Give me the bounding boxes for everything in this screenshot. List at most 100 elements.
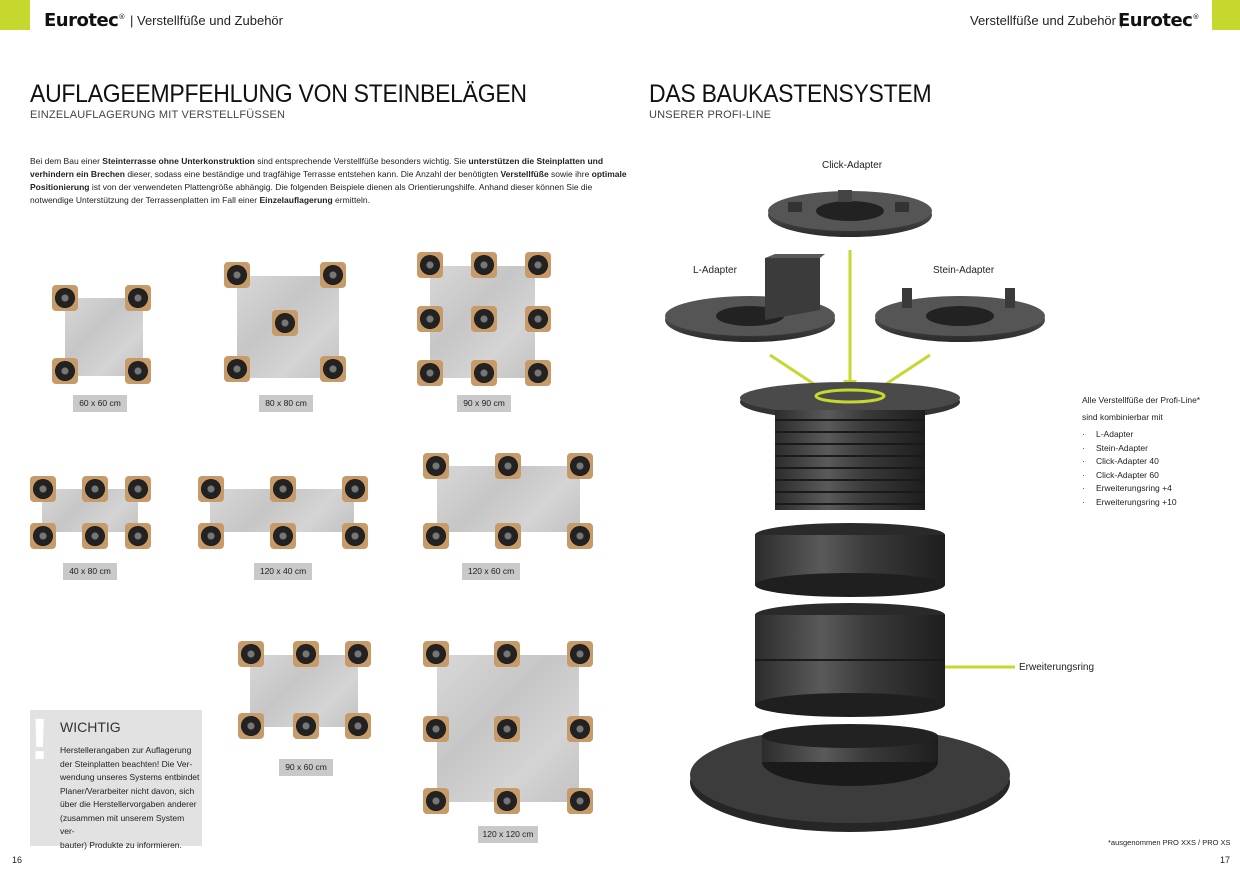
pedestal-foot-icon xyxy=(270,523,296,549)
pedestal-foot-icon xyxy=(224,356,250,382)
size-label-120x120: 120 x 120 cm xyxy=(478,826,538,843)
pedestal-foot-icon xyxy=(567,788,593,814)
exclamation-icon: ! xyxy=(30,707,50,772)
warning-line: wendung unseres Systems entbindet xyxy=(60,772,200,782)
warning-line: (zusammen mit unserem System ver- xyxy=(60,812,185,837)
pedestal-foot-icon xyxy=(198,476,224,502)
pedestal-foot-icon xyxy=(345,713,371,739)
warning-line: über die Herstellervorgaben anderer xyxy=(60,799,197,809)
click-adapter-part xyxy=(768,190,932,237)
pedestal-foot-icon xyxy=(423,716,449,742)
pedestal-foot-icon xyxy=(272,310,298,336)
pedestal-foot-icon xyxy=(423,641,449,667)
pedestal-foot-icon xyxy=(567,523,593,549)
pedestal-foot-icon xyxy=(320,262,346,288)
pedestal-foot-icon xyxy=(342,523,368,549)
intro-run: optimale Positionierung xyxy=(30,169,627,192)
pedestal-foot-icon xyxy=(471,306,497,332)
accent-corner-right xyxy=(1212,0,1240,30)
intro-run: ermitteln. xyxy=(332,195,371,205)
page-title-right: DAS BAUKASTENSYSTEM xyxy=(649,80,932,108)
compat-note-line-2: sind kombinierbar mit xyxy=(1082,411,1163,422)
warning-title: WICHTIG xyxy=(60,719,121,735)
pedestal-foot-icon xyxy=(52,358,78,384)
pedestal-foot-icon xyxy=(525,306,551,332)
pedestal-foot-icon xyxy=(52,285,78,311)
pedestal-foot-icon xyxy=(525,252,551,278)
stein-adapter-part xyxy=(875,288,1045,342)
pedestal-foot-icon xyxy=(495,523,521,549)
size-label-80x80: 80 x 80 cm xyxy=(259,395,313,412)
compat-list-item: L-Adapter xyxy=(1082,428,1222,442)
size-label-90x90: 90 x 90 cm xyxy=(457,395,511,412)
size-label-120x60: 120 x 60 cm xyxy=(462,563,520,580)
page-title-left: AUFLAGEEMPFEHLUNG VON STEINBELÄGEN xyxy=(30,80,527,108)
intro-run: sowie ihre xyxy=(548,169,592,179)
pedestal-foot-icon xyxy=(224,262,250,288)
intro-run: Bei dem Bau einer xyxy=(30,156,103,166)
size-label-120x40: 120 x 40 cm xyxy=(254,563,312,580)
pedestal-foot-icon xyxy=(293,713,319,739)
intro-run: sind entsprechende Verstellfüße besonder… xyxy=(254,156,469,166)
stone-slab xyxy=(65,298,143,376)
intro-run: Steinterrasse ohne Unterkonstruktion xyxy=(102,156,255,166)
pedestal-foot-icon xyxy=(417,360,443,386)
pedestal-foot-icon xyxy=(417,306,443,332)
warning-box: ! WICHTIG Herstellerangaben zur Auflager… xyxy=(30,707,202,850)
brand-logo-left: Eurotec® xyxy=(44,10,125,31)
warning-line: Planer/Verarbeiter nicht davon, sich xyxy=(60,785,195,796)
pedestal-foot-icon xyxy=(423,453,449,479)
pedestal-foot-icon xyxy=(198,523,224,549)
pedestal-foot-icon xyxy=(30,476,56,502)
pedestal-foot-icon xyxy=(423,788,449,814)
warning-line: bauter) Produkte zu informieren. xyxy=(60,839,182,850)
compat-list-item: Stein-Adapter xyxy=(1082,442,1222,456)
pedestal-foot-icon xyxy=(494,641,520,667)
size-label-60x60: 60 x 60 cm xyxy=(73,395,127,412)
header-section-left: | Verstellfüße und Zubehör xyxy=(130,13,283,28)
pedestal-foot-icon xyxy=(342,476,368,502)
pedestal-foot-icon xyxy=(417,252,443,278)
label-stein-adapter: Stein-Adapter xyxy=(933,265,995,276)
pedestal-foot-icon xyxy=(567,641,593,667)
product-illustration xyxy=(665,190,1045,832)
nut-ring-part xyxy=(755,523,945,597)
pedestal-foot-icon xyxy=(494,788,520,814)
pedestal-foot-icon xyxy=(423,523,449,549)
pedestal-foot-icon xyxy=(270,476,296,502)
pedestal-foot-icon xyxy=(567,716,593,742)
compat-list-item: Erweiterungsring +10 xyxy=(1082,496,1222,510)
pedestal-foot-icon xyxy=(567,453,593,479)
pedestal-foot-icon xyxy=(345,641,371,667)
pedestal-foot-icon xyxy=(125,285,151,311)
extension-ring-part xyxy=(755,603,945,717)
label-click-adapter: Click-Adapter xyxy=(822,160,883,171)
page-number-right: 17 xyxy=(1220,855,1231,865)
header-section-right: Verstellfüße und Zubehör | xyxy=(970,13,1123,28)
intro-run: unterstützen die Steinplatten und verhin… xyxy=(30,156,604,179)
intro-run: dieser, sodass eine beständige und tragf… xyxy=(124,169,501,179)
compat-list-item: Click-Adapter 60 xyxy=(1082,469,1222,483)
warning-line: der Steinplatten beachten! Die Ver- xyxy=(60,758,193,769)
pedestal-foot-icon xyxy=(471,360,497,386)
accent-corner-left xyxy=(0,0,30,30)
screw-foot-head-part xyxy=(740,382,960,510)
pedestal-foot-icon xyxy=(125,476,151,502)
label-l-adapter: L-Adapter xyxy=(693,265,737,276)
compat-note-line-1: Alle Verstellfüße der Profi-Line* xyxy=(1082,395,1201,405)
page-number-left: 16 xyxy=(12,855,23,865)
intro-run: ist von der verwendeten Plattengröße abh… xyxy=(30,182,593,205)
pedestal-foot-icon xyxy=(82,476,108,502)
pedestal-foot-icon xyxy=(494,716,520,742)
compat-note: Alle Verstellfüße der Profi-Line* sind k… xyxy=(1082,394,1222,424)
pedestal-foot-icon xyxy=(82,523,108,549)
page-subtitle-right: UNSERER PROFI-LINE xyxy=(649,109,772,121)
compat-list-item: Erweiterungsring +4 xyxy=(1082,482,1222,496)
brand-logo-right: Eurotec® xyxy=(1118,10,1199,31)
pedestal-foot-icon xyxy=(238,713,264,739)
label-erweiterungsring: Erweiterungsring xyxy=(1019,662,1095,673)
intro-paragraph: Bei dem Bau einer Steinterrasse ohne Unt… xyxy=(30,155,630,207)
footnote: *ausgenommen PRO XXS / PRO XS xyxy=(1108,838,1231,847)
